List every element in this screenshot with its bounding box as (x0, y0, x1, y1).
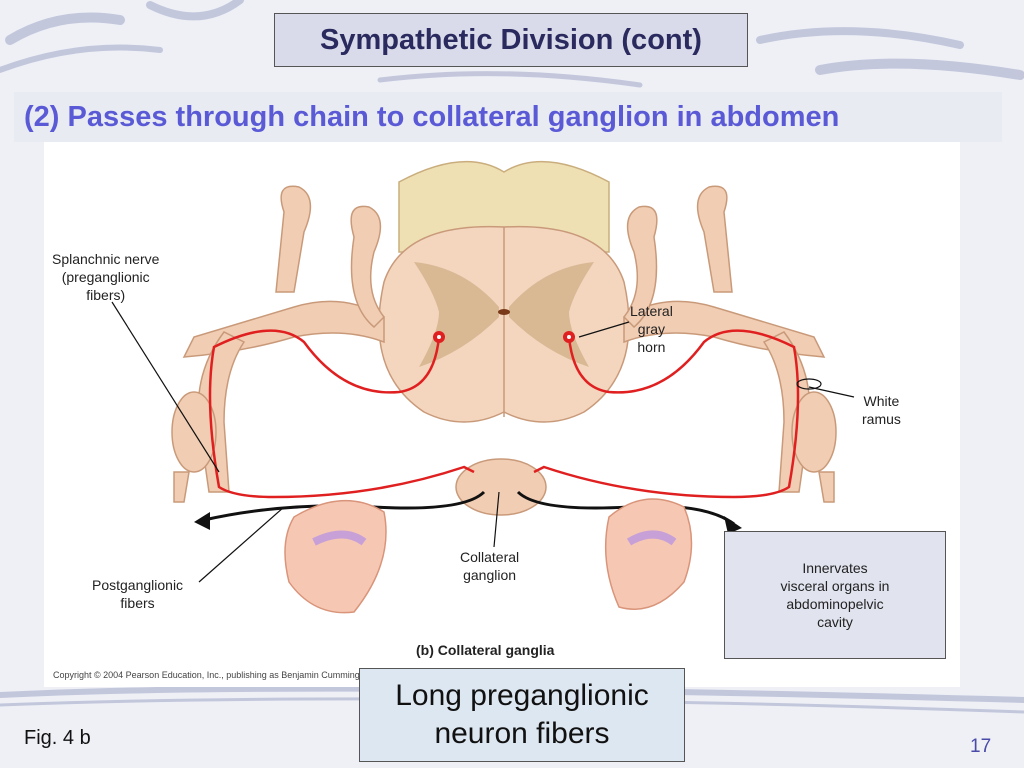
figure-copyright: Copyright © 2004 Pearson Education, Inc.… (53, 670, 367, 680)
left-organ (284, 499, 387, 614)
preganglionic-fibers (208, 329, 800, 499)
slide-title: Sympathetic Division (cont) (274, 13, 748, 67)
figure-caption: (b) Collateral ganglia (416, 642, 555, 658)
collateral-ganglia-figure: Splanchnic nerve (preganglionic fibers) … (44, 142, 960, 687)
left-sympathetic-chain (171, 185, 386, 503)
label-postganglionic-fibers: Postganglionic fibers (92, 577, 184, 611)
collateral-ganglion (455, 458, 547, 516)
label-white-ramus: White ramus (862, 393, 901, 427)
right-organ (604, 498, 693, 610)
left-arrowhead (194, 512, 210, 530)
right-arrowhead (724, 516, 742, 534)
slide-subtitle: (2) Passes through chain to collateral g… (14, 92, 1002, 142)
label-splanchnic-nerve: Splanchnic nerve (preganglionic fibers) (52, 251, 160, 303)
label-collateral-ganglion: Collateral ganglion (460, 549, 520, 583)
anatomy-illustration (111, 160, 855, 614)
leader-lines (111, 301, 855, 583)
label-innervates-box: Innervates visceral organs in abdominope… (724, 531, 946, 659)
label-lateral-gray-horn: Lateral gray horn (630, 303, 673, 355)
callout-box: Long preganglionic neuron fibers (359, 668, 685, 762)
figure-reference: Fig. 4 b (24, 727, 91, 749)
page-number: 17 (970, 736, 992, 757)
